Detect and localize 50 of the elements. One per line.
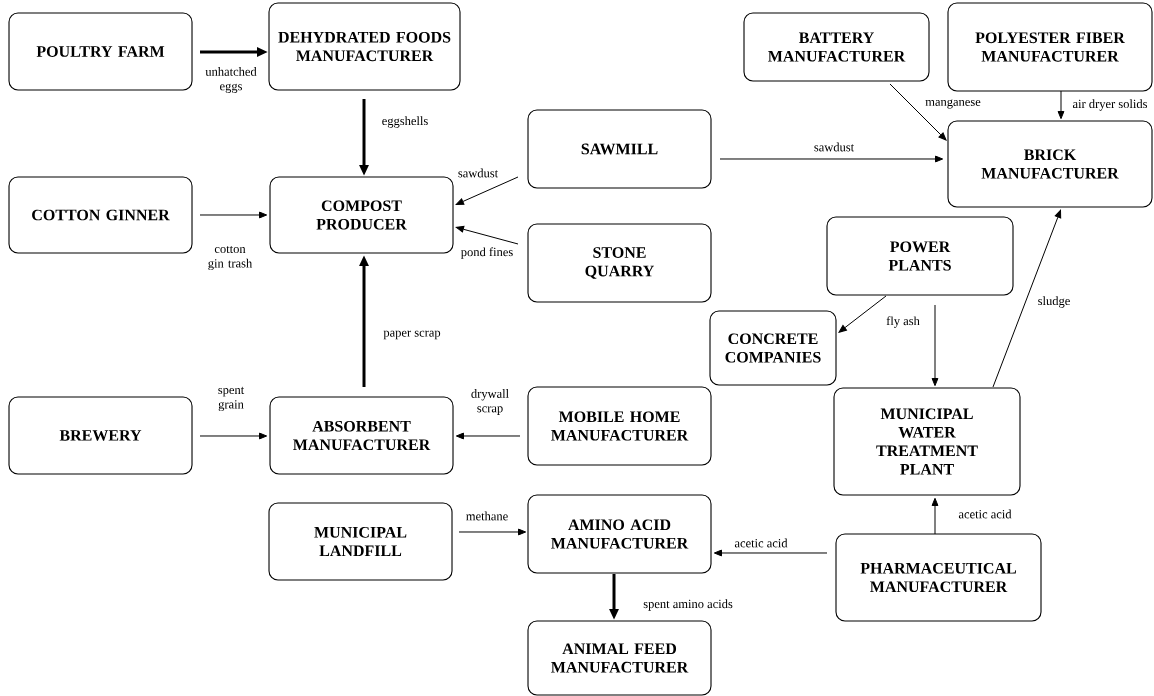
edge-label: air dryer solids [1071,98,1149,112]
arrow [199,211,268,219]
process-box: ABSORBENT MANUFACTURER [269,396,454,475]
edge-label: acetic acid [957,508,1013,520]
edge-label: methane [464,510,510,522]
arrow [931,497,939,535]
process-box: MOBILE HOME MANUFACTURER [527,386,712,466]
process-box: MUNICIPAL LANDFILL [268,502,453,581]
edge-label: cotton gin trash [197,244,263,272]
edge-label: sludge [1036,295,1072,309]
edge-label: spent amino acids [642,598,734,612]
process-box: BRICK MANUFACTURER [947,120,1153,208]
edge-label: sawdust [456,167,500,179]
arrow [713,549,828,557]
arrow [889,83,947,141]
edge-label: pond fines [459,246,515,260]
process-box: BREWERY [8,396,193,475]
process-box: MUNICIPAL WATER TREATMENT PLANT [833,387,1021,496]
edge-label: acetic acid [733,537,789,549]
edge-label: eggshells [380,115,430,129]
arrow [455,432,521,440]
process-box: STONE QUARRY [527,223,712,303]
edge-label: fly ash [885,315,921,329]
process-box: SAWMILL [527,109,712,189]
arrow [199,432,268,440]
process-box: PHARMACEUTICAL MANUFACTURER [835,533,1042,622]
edge-label: spent grain [210,385,252,413]
process-box: AMINO ACID MANUFACTURER [527,494,712,574]
arrow [1057,90,1065,120]
arrow [455,176,519,205]
process-box: COMPOST PRODUCER [269,176,454,254]
edge-label: sawdust [812,141,856,153]
process-box: BATTERY MANUFACTURER [743,12,930,82]
edge-label: manganese [924,98,982,110]
process-box: COTTON GINNER [8,176,193,254]
arrow [838,295,887,333]
process-box: DEHYDRATED FOODS MANUFACTURER [268,2,461,91]
edge-label: paper scrap [382,329,442,341]
process-box: ANIMAL FEED MANUFACTURER [527,620,712,696]
process-box: CONCRETE COMPANIES [709,310,837,386]
arrow [455,225,519,245]
process-box: POWER PLANTS [826,216,1014,296]
process-box: POULTRY FARM [8,12,193,91]
arrow [719,155,944,163]
arrow [992,209,1062,388]
arrow [931,304,939,387]
edge-label: drywall scrap [464,388,516,416]
edge-label: unhatched eggs [204,66,258,94]
process-box: POLYESTER FIBER MANUFACTURER [947,2,1153,92]
arrow [458,528,527,536]
